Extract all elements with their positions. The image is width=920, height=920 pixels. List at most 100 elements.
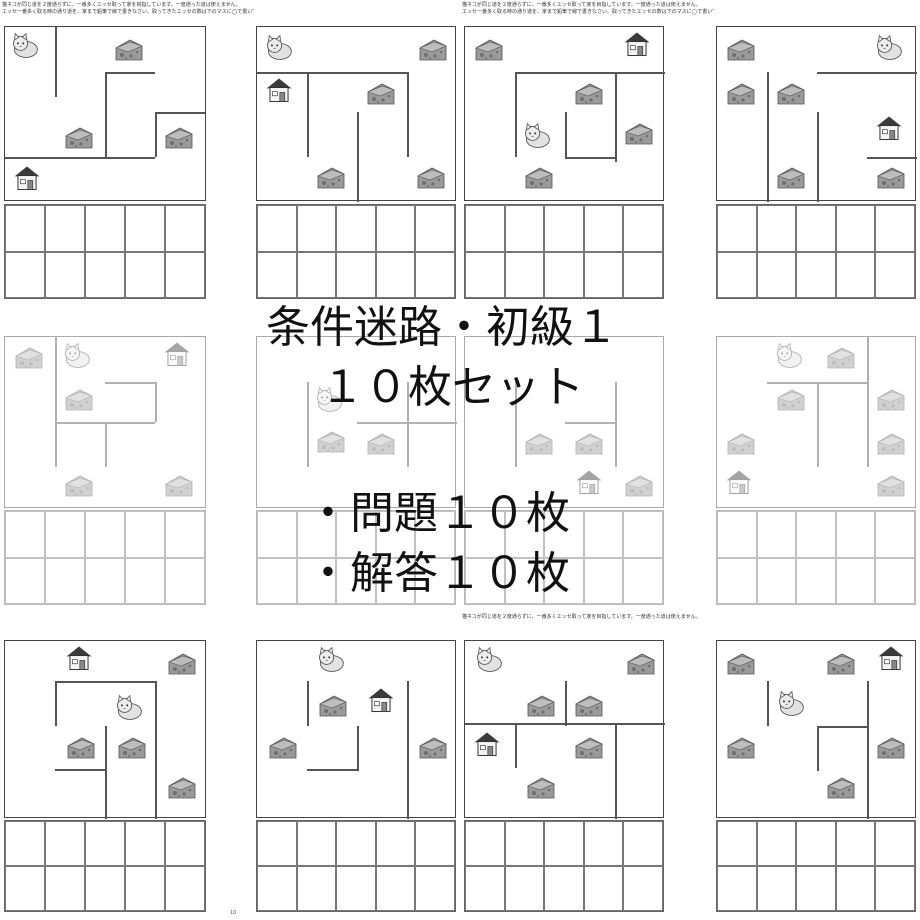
- cheese-icon: [164, 124, 194, 152]
- worksheet-4: [714, 2, 919, 302]
- cheese-icon: [316, 164, 346, 192]
- cheese-icon: [167, 650, 197, 678]
- cheese-icon: [876, 164, 906, 192]
- worksheet-1: 猫ネコが同じ道を２度通らずに、一番多くエッセ取って家を目指しています。一度通った…: [2, 2, 282, 302]
- cat-icon: [874, 34, 904, 62]
- maze: [256, 26, 456, 202]
- house-icon: [162, 340, 192, 368]
- maze: [464, 336, 664, 508]
- cheese-icon: [64, 124, 94, 152]
- house-icon: [12, 164, 42, 192]
- cheese-icon: [876, 734, 906, 762]
- answer-grid: [464, 204, 664, 299]
- cheese-icon: [268, 734, 298, 762]
- maze: [464, 640, 665, 819]
- cheese-icon: [418, 734, 448, 762]
- cheese-icon: [726, 430, 756, 458]
- worksheet-8: [714, 308, 919, 608]
- house-icon: [622, 30, 652, 58]
- maze: [716, 26, 917, 202]
- cat-icon: [114, 694, 144, 722]
- maze: [4, 640, 206, 819]
- answer-grid: [256, 204, 456, 299]
- cat-icon: [522, 122, 552, 150]
- cheese-icon: [117, 734, 147, 762]
- cheese-icon: [826, 774, 856, 802]
- cheese-icon: [416, 164, 446, 192]
- cheese-icon: [626, 650, 656, 678]
- cheese-icon: [726, 734, 756, 762]
- cheese-icon: [524, 430, 554, 458]
- house-icon: [876, 644, 906, 672]
- answer-grid: [464, 820, 664, 912]
- cat-icon: [10, 32, 40, 60]
- cheese-icon: [876, 386, 906, 414]
- worksheet-3: 猫ネコが同じ道を２度通らずに、一番多くエッセ取って家を目指しています。一度通った…: [462, 2, 742, 302]
- worksheet-6: [254, 308, 459, 608]
- cheese-icon: [624, 120, 654, 148]
- page-number: 10: [230, 910, 237, 916]
- cheese-icon: [526, 692, 556, 720]
- cheese-icon: [574, 430, 604, 458]
- answer-grid: [256, 510, 456, 605]
- cheese-icon: [726, 650, 756, 678]
- cheese-icon: [876, 472, 906, 500]
- cheese-icon: [66, 734, 96, 762]
- house-icon: [472, 730, 502, 758]
- worksheet-10: [254, 614, 459, 918]
- answer-grid: [4, 510, 206, 605]
- cheese-icon: [524, 164, 554, 192]
- cheese-icon: [776, 164, 806, 192]
- house-icon: [366, 686, 396, 714]
- cheese-icon: [574, 734, 604, 762]
- worksheet-11: 猫ネコが同じ道を２度通らずに、一番多くエッセ取って家を目指しています。一度通った…: [462, 614, 701, 918]
- cheese-icon: [64, 386, 94, 414]
- cheese-icon: [318, 692, 348, 720]
- cheese-icon: [726, 36, 756, 64]
- cheese-icon: [366, 80, 396, 108]
- house-icon: [724, 468, 754, 496]
- cheese-icon: [526, 774, 556, 802]
- house-icon: [264, 76, 294, 104]
- cat-icon: [474, 646, 504, 674]
- answer-grid: [4, 820, 206, 912]
- house-icon: [574, 468, 604, 496]
- instructions: 猫ネコが同じ道を２度通らずに、一番多くエッセ取って家を目指しています。一度通った…: [2, 2, 282, 15]
- cheese-icon: [826, 344, 856, 372]
- cat-icon: [264, 34, 294, 62]
- cheese-icon: [574, 80, 604, 108]
- cheese-icon: [167, 774, 197, 802]
- cheese-icon: [14, 344, 44, 372]
- house-icon: [64, 644, 94, 672]
- house-icon: [874, 114, 904, 142]
- cat-icon: [314, 386, 344, 414]
- cat-icon: [774, 342, 804, 370]
- answer-grid: [4, 204, 206, 299]
- cat-icon: [316, 646, 346, 674]
- maze: [464, 26, 665, 201]
- cheese-icon: [726, 80, 756, 108]
- cheese-icon: [114, 36, 144, 64]
- maze: [716, 336, 916, 508]
- maze: [4, 336, 206, 508]
- maze: [4, 26, 206, 201]
- maze: [256, 640, 456, 819]
- worksheet-9: 10: [2, 614, 236, 918]
- answer-grid: [716, 820, 916, 912]
- maze: [716, 640, 916, 819]
- cheese-icon: [776, 80, 806, 108]
- worksheet-12: [714, 614, 919, 918]
- cheese-icon: [574, 692, 604, 720]
- cheese-icon: [366, 430, 396, 458]
- answer-grid: [256, 820, 456, 912]
- cheese-icon: [826, 650, 856, 678]
- cheese-icon: [876, 430, 906, 458]
- cheese-icon: [316, 428, 346, 456]
- cheese-icon: [624, 472, 654, 500]
- instructions: 猫ネコが同じ道を２度通らずに、一番多くエッセ取って家を目指しています。一度通った…: [462, 2, 742, 15]
- cat-icon: [62, 342, 92, 370]
- instructions: 猫ネコが同じ道を２度通らずに、一番多くエッセ取って家を目指しています。一度通った…: [462, 614, 701, 620]
- cheese-icon: [164, 472, 194, 500]
- answer-grid: [464, 510, 664, 605]
